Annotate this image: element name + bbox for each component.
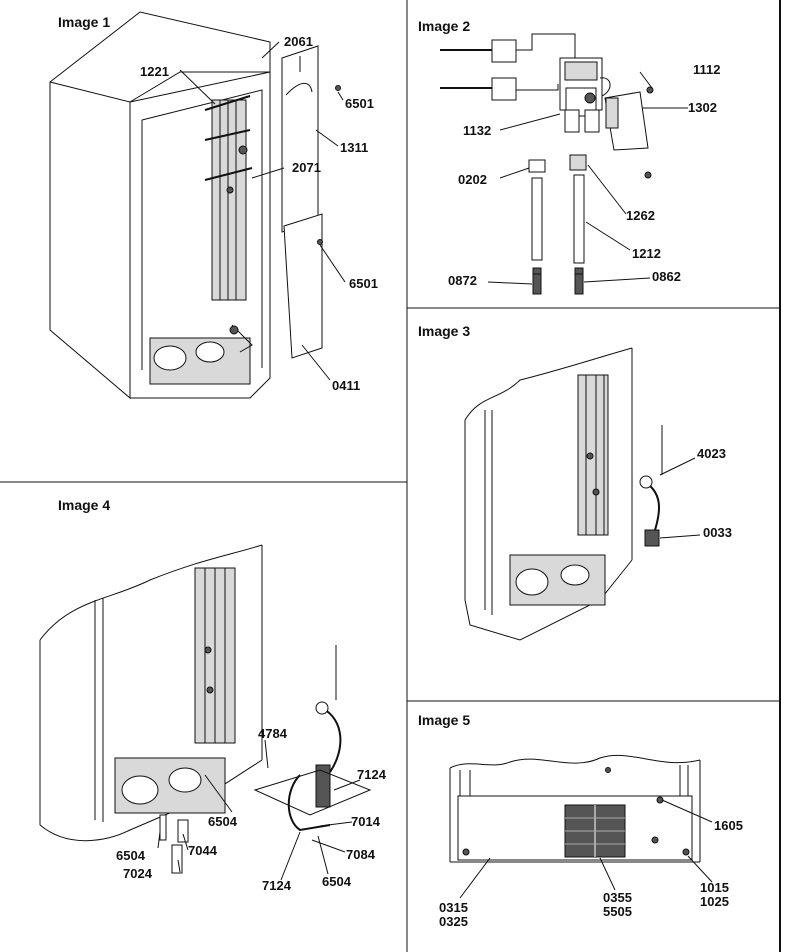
image3-panel: Image 3: [418, 323, 732, 641]
image1-panel: Image 1: [49, 11, 378, 400]
callout-7044: 7044: [188, 843, 218, 858]
callout-6501-lower: 6501: [349, 276, 378, 291]
callout-7014: 7014: [351, 814, 381, 829]
callout-0862: 0862: [652, 269, 681, 284]
callout-1311: 1311: [340, 140, 368, 155]
image2-title: Image 2: [418, 18, 470, 34]
image2-water-valve-drawing: [440, 33, 688, 295]
callout-5505: 5505: [603, 904, 632, 919]
callout-1212: 1212: [632, 246, 661, 261]
callout-0872: 0872: [448, 273, 477, 288]
callout-6504-lower: 6504: [322, 874, 352, 889]
image1-refrigerator-drawing: [49, 11, 346, 400]
image3-title: Image 3: [418, 323, 470, 339]
callout-7124-lower: 7124: [262, 878, 292, 893]
image1-title: Image 1: [58, 14, 110, 30]
callout-1025: 1025: [700, 894, 729, 909]
callout-7024: 7024: [123, 866, 153, 881]
callout-4023: 4023: [697, 446, 726, 461]
callout-1112: 1112: [693, 62, 721, 77]
callout-1132: 1132: [463, 123, 491, 138]
callout-6501: 6501: [345, 96, 374, 111]
panel-borders: [0, 0, 781, 952]
image5-title: Image 5: [418, 712, 470, 728]
callout-0355: 0355: [603, 890, 632, 905]
callout-7124: 7124: [357, 767, 387, 782]
image4-title: Image 4: [58, 497, 110, 513]
image3-rear-cabinet-drawing: [464, 347, 701, 641]
callout-0315: 0315: [439, 900, 468, 915]
image5-machine-compartment-drawing: [449, 754, 713, 899]
callout-0411: 0411: [332, 378, 360, 393]
callout-1015: 1015: [700, 880, 729, 895]
callout-0325: 0325: [439, 914, 468, 929]
callout-2061: 2061: [284, 34, 313, 49]
callout-2071: 2071: [292, 160, 321, 175]
image4-rear-cabinet-drawing: [39, 544, 372, 881]
callout-1221: 1221: [140, 64, 169, 79]
callout-0202: 0202: [458, 172, 487, 187]
callout-6504-left: 6504: [116, 848, 146, 863]
image2-panel: Image 2: [418, 18, 721, 295]
callout-7084: 7084: [346, 847, 376, 862]
callout-1262: 1262: [626, 208, 655, 223]
callout-6504: 6504: [208, 814, 238, 829]
image4-panel: Image 4: [39, 497, 387, 893]
image5-panel: Image 5: [418, 712, 743, 929]
callout-1302: 1302: [688, 100, 717, 115]
callout-0033: 0033: [703, 525, 732, 540]
callout-1605: 1605: [714, 818, 743, 833]
callout-4784: 4784: [258, 726, 288, 741]
